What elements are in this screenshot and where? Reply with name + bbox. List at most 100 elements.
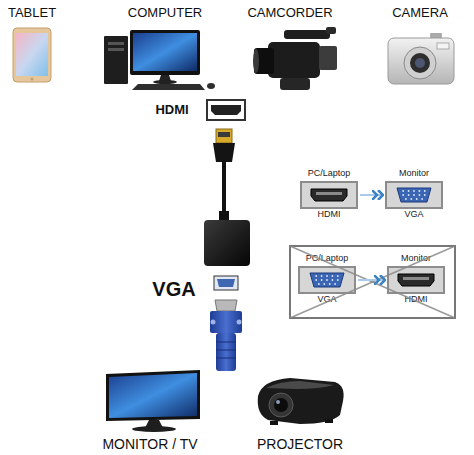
- vga-pin: [334, 283, 336, 285]
- vga-strain-relief: [216, 333, 236, 371]
- edge-group: [358, 195, 385, 280]
- projector-lens: [274, 398, 288, 412]
- device-label: CAMERA: [375, 6, 465, 20]
- projector-body: [258, 378, 344, 424]
- tablet-icon: [13, 28, 51, 82]
- camcorder-lens: [254, 48, 274, 74]
- vga-pin: [332, 275, 334, 277]
- port-box: PC/LaptopHDMI: [300, 181, 358, 209]
- vga-socket: [397, 188, 431, 202]
- cable: [222, 162, 226, 214]
- vga-socket: [217, 279, 235, 287]
- vga-pin: [318, 283, 320, 285]
- device-heading: Monitor: [367, 253, 465, 264]
- port-box: MonitorHDMI: [387, 266, 445, 294]
- hdmi-pins: [403, 277, 429, 280]
- vga-pin: [410, 198, 412, 200]
- vga-pin: [408, 194, 410, 196]
- port-box: PC/LaptopVGA: [298, 266, 356, 294]
- vga-port-icon: [300, 268, 354, 292]
- lens-glass: [415, 58, 425, 68]
- vga-pin: [413, 194, 415, 196]
- port-name: HDMI: [280, 209, 378, 220]
- vga-pin: [419, 190, 421, 192]
- hdmi-port-icon: [302, 183, 356, 207]
- device-label: TABLET: [0, 6, 64, 20]
- device-label: COMPUTER: [110, 6, 220, 20]
- lens-front: [253, 49, 259, 73]
- vga-socket: [310, 273, 344, 287]
- grip-rib: [216, 350, 236, 351]
- vga-pin: [323, 283, 325, 285]
- vga-pin: [419, 194, 421, 196]
- hdmi-socket: [211, 105, 241, 115]
- vga-pin: [424, 190, 426, 192]
- vga-pin: [337, 275, 339, 277]
- port-name: VGA: [365, 209, 463, 220]
- vga-plug-body: [210, 311, 242, 333]
- port-label: VGA: [146, 278, 202, 300]
- vga-pin: [332, 279, 334, 281]
- camcorder-handle: [284, 30, 330, 39]
- monitor-screen: [109, 373, 197, 418]
- tablet-body: [13, 28, 51, 82]
- vga-port-icon: [387, 183, 441, 207]
- adapter-cable: [204, 129, 250, 371]
- port-frame: [207, 100, 245, 120]
- device-label: MONITOR / TV: [85, 437, 215, 452]
- strain-relief: [219, 211, 229, 221]
- grip-rib: [216, 342, 236, 343]
- keyboard: [132, 84, 205, 90]
- camera-flash: [437, 43, 449, 49]
- monitor-frame: [106, 370, 200, 421]
- grip-rib: [216, 358, 236, 359]
- camcorder-body: [268, 42, 320, 78]
- shutter-button: [430, 33, 442, 38]
- vga-pin: [326, 279, 328, 281]
- vga-pin: [416, 198, 418, 200]
- projector-foot: [325, 419, 333, 423]
- hdmi-socket: [311, 189, 347, 201]
- vga-pin: [315, 279, 317, 281]
- device-label: CAMCORDER: [235, 6, 345, 20]
- computer-icon: [104, 30, 215, 90]
- lens-glint: [276, 400, 280, 404]
- camcorder-mic: [326, 27, 336, 34]
- camera-lens-ring: [404, 47, 436, 79]
- port-name: HDMI: [367, 294, 465, 305]
- hdmi-plug-body: [213, 143, 235, 162]
- vga-pin: [321, 279, 323, 281]
- hdmi-plug-tip: [216, 129, 232, 143]
- monitor-base: [153, 80, 177, 84]
- monitor-icon: [106, 370, 200, 432]
- cross-line: [290, 246, 455, 318]
- frame-border: [290, 246, 455, 318]
- hdmi-port: [207, 100, 245, 120]
- hdmi-pins: [316, 192, 342, 195]
- vga-pin: [413, 190, 415, 192]
- chevron-arrow: [360, 194, 383, 196]
- chevron-arrow: [358, 279, 385, 281]
- projector-icon: [258, 378, 344, 425]
- tower-drive: [108, 48, 124, 51]
- computer-screen: [133, 33, 197, 71]
- camera-lens: [410, 53, 430, 73]
- crossed-out-frame: [290, 246, 455, 318]
- camcorder-grip: [280, 78, 310, 90]
- vga-pin: [321, 275, 323, 277]
- adapter-box: [204, 220, 250, 266]
- vga-plug-shell: [215, 300, 237, 311]
- vga-pin: [337, 279, 339, 281]
- computer-monitor: [130, 30, 200, 75]
- port-name: VGA: [278, 294, 376, 305]
- tablet-button: [31, 78, 34, 81]
- camera-icon: [388, 33, 454, 84]
- projector-foot: [270, 421, 278, 425]
- vga-pin: [315, 275, 317, 277]
- port-label: HDMI: [146, 103, 198, 117]
- vga-pin: [421, 198, 423, 200]
- computer-tower: [104, 36, 128, 84]
- camcorder-display: [319, 46, 337, 70]
